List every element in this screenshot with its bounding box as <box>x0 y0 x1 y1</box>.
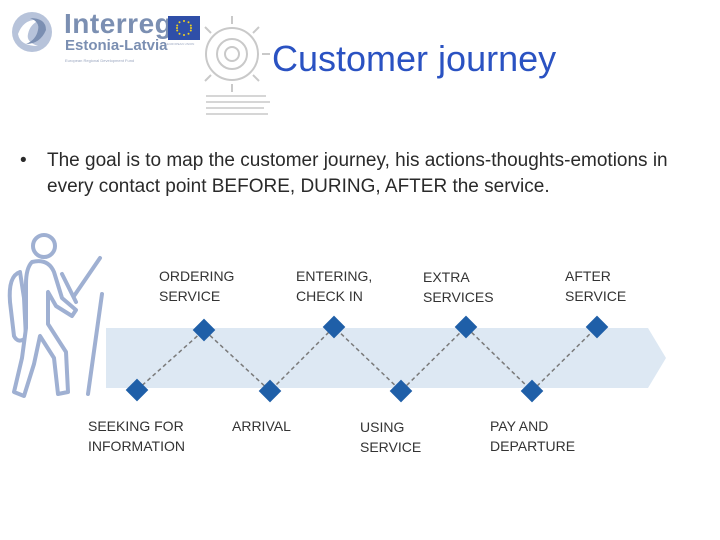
logo-region: Estonia-Latvia <box>65 37 168 54</box>
journey-dashed-line <box>136 325 598 393</box>
journey-diagram <box>106 315 666 403</box>
stage-after-service: AFTER SERVICE <box>565 268 627 304</box>
bullet-marker: • <box>20 150 27 171</box>
logo-fund-caption: European Regional Development Fund <box>65 58 135 63</box>
bullet-list: • The goal is to map the customer journe… <box>20 148 700 200</box>
hiker-icon <box>7 233 104 398</box>
stage-using-service: USING SERVICE <box>360 419 422 455</box>
stage-pay-departure: PAY AND DEPARTURE <box>490 418 576 454</box>
logo-brand: Interreg <box>64 8 173 39</box>
stage-arrival: ARRIVAL <box>232 418 291 434</box>
bullet-item: • The goal is to map the customer journe… <box>20 148 700 200</box>
journey-arrow-band <box>106 328 666 388</box>
page-title: Customer journey <box>272 38 557 79</box>
bullet-text: The goal is to map the customer journey,… <box>47 150 668 197</box>
eu-flag-caption: EUROPEAN UNION <box>167 42 195 46</box>
interreg-swirl-icon <box>12 12 52 52</box>
interreg-logo: Interreg Estonia-Latvia European Regiona… <box>8 8 204 66</box>
stage-entering-check-in: ENTERING, CHECK IN <box>296 268 373 304</box>
stage-seeking-information: SEEKING FOR INFORMATION <box>88 418 185 454</box>
stage-extra-services: EXTRA SERVICES <box>423 269 494 305</box>
gear-icon <box>204 16 270 115</box>
stage-ordering-service: ORDERING SERVICE <box>159 268 235 304</box>
eu-flag-icon <box>168 16 200 40</box>
